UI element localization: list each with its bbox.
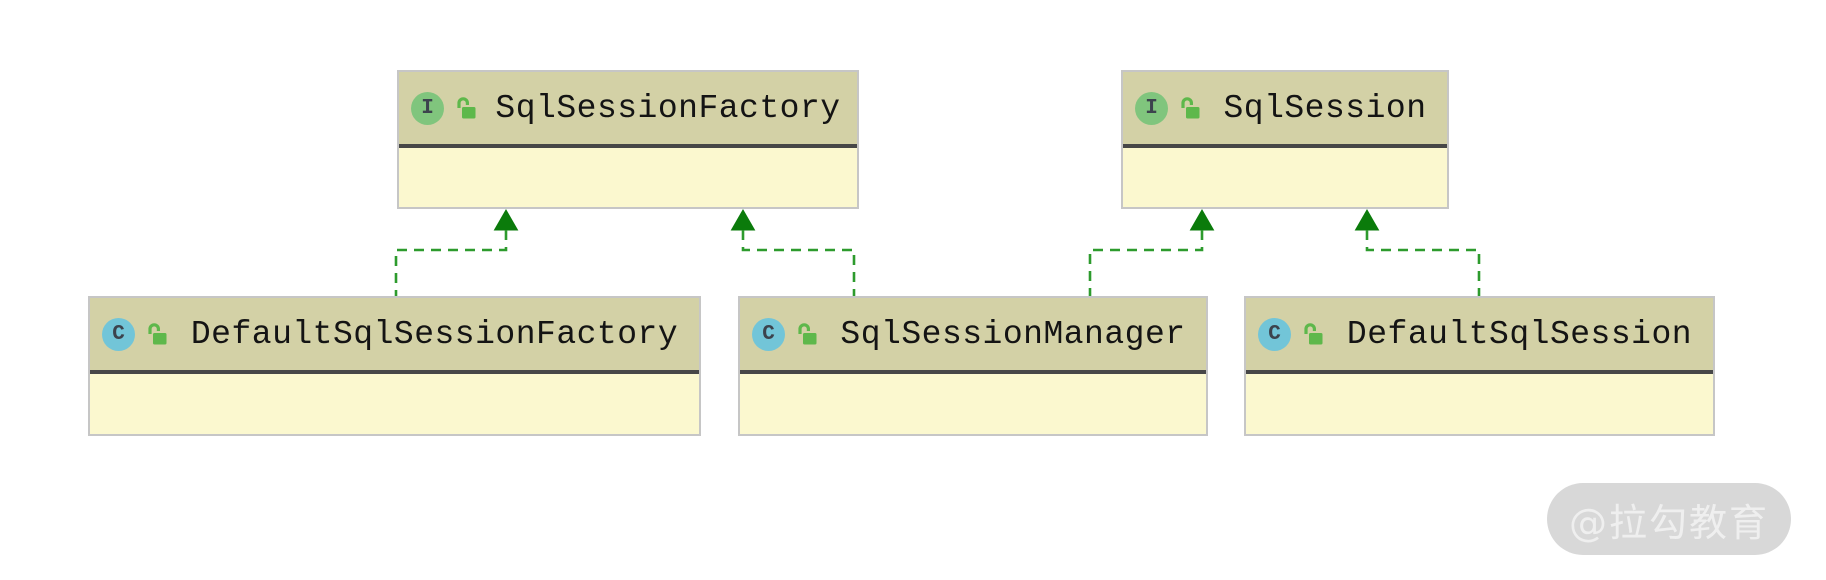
- interface-icon: I: [411, 91, 444, 125]
- node-title: DefaultSqlSessionFactory: [190, 315, 679, 353]
- edge-sqlsessionmanager-realizes-sqlsessionfactory[interactable]: [730, 208, 856, 296]
- node-divider: [399, 144, 857, 148]
- node-divider: [1246, 370, 1713, 374]
- uml-node-sqlsessionfactory[interactable]: I SqlSessionFactory: [397, 70, 859, 209]
- node-body: [1123, 148, 1447, 207]
- class-icon: C: [752, 317, 785, 351]
- node-divider: [1123, 144, 1447, 148]
- node-divider: [90, 370, 699, 374]
- edge-line: [1088, 230, 1204, 296]
- node-title: DefaultSqlSession: [1346, 315, 1693, 353]
- uml-node-sqlsessionmanager[interactable]: C SqlSessionManager: [738, 296, 1208, 436]
- badge-letter: C: [112, 322, 125, 346]
- badge-letter: C: [762, 322, 775, 346]
- edge-defaultsqlsession-realizes-sqlsession[interactable]: [1354, 208, 1481, 296]
- node-header: C DefaultSqlSession: [1246, 298, 1713, 370]
- node-header: C DefaultSqlSessionFactory: [90, 298, 699, 370]
- open-lock-icon: [798, 322, 817, 344]
- watermark-text: @拉勾教育: [1568, 500, 1769, 545]
- node-title: SqlSessionManager: [840, 315, 1186, 353]
- node-title: SqlSession: [1223, 89, 1427, 127]
- node-body: [90, 374, 699, 434]
- uml-node-defaultsqlsession[interactable]: C DefaultSqlSession: [1244, 296, 1715, 436]
- uml-node-defaultsqlsessionfactory[interactable]: C DefaultSqlSessionFactory: [88, 296, 701, 436]
- node-body: [399, 148, 857, 207]
- edge-line: [741, 230, 856, 296]
- edge-line: [394, 230, 508, 296]
- class-icon: C: [1258, 317, 1291, 351]
- open-lock-icon: [457, 96, 476, 118]
- edge-sqlsessionmanager-realizes-sqlsession[interactable]: [1088, 208, 1215, 296]
- edge-arrowhead: [493, 208, 519, 231]
- uml-node-sqlsession[interactable]: I SqlSession: [1121, 70, 1449, 209]
- badge-letter: I: [421, 96, 434, 120]
- edge-defaultsqlsessionfactory-realizes-sqlsessionfactory[interactable]: [394, 208, 519, 296]
- interface-icon: I: [1135, 91, 1168, 125]
- node-body: [1246, 374, 1713, 434]
- open-lock-icon: [1304, 322, 1323, 344]
- watermark-badge: @拉勾教育: [1547, 483, 1791, 555]
- node-body: [740, 374, 1206, 434]
- edge-arrowhead: [730, 208, 756, 231]
- node-header: C SqlSessionManager: [740, 298, 1206, 370]
- node-header: I SqlSessionFactory: [399, 72, 857, 144]
- node-header: I SqlSession: [1123, 72, 1447, 144]
- open-lock-icon: [1181, 96, 1200, 118]
- node-title: SqlSessionFactory: [495, 89, 841, 127]
- node-divider: [740, 370, 1206, 374]
- badge-letter: I: [1145, 96, 1158, 120]
- class-icon: C: [102, 317, 135, 351]
- open-lock-icon: [148, 322, 167, 344]
- badge-letter: C: [1268, 322, 1281, 346]
- edge-arrowhead: [1354, 208, 1380, 231]
- edge-line: [1365, 230, 1481, 296]
- edge-arrowhead: [1189, 208, 1215, 231]
